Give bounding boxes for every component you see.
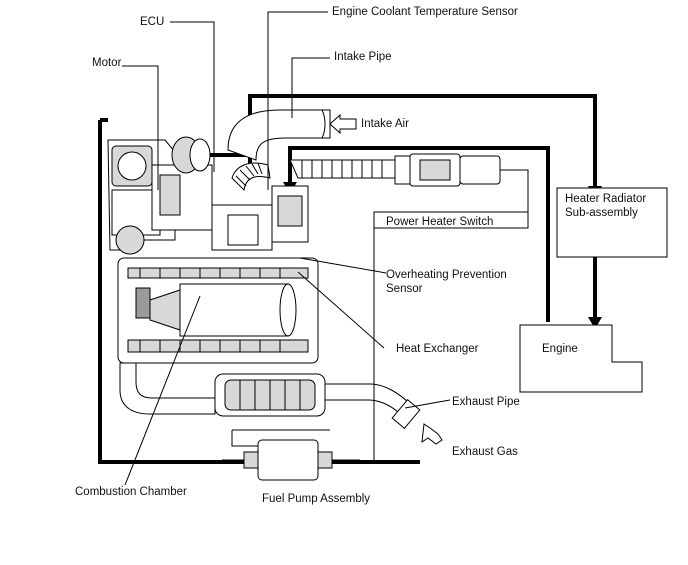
label-fuel-pump-assembly: Fuel Pump Assembly — [262, 493, 370, 505]
label-exhaust-pipe: Exhaust Pipe — [452, 396, 520, 408]
label-exhaust-gas: Exhaust Gas — [452, 446, 518, 458]
label-engine: Engine — [542, 343, 578, 355]
fuel-pump — [222, 429, 360, 481]
label-overheating-prevention-line2: Sensor — [386, 283, 423, 295]
power-heater-switch-box — [373, 211, 529, 462]
exhaust-assembly — [214, 373, 421, 430]
label-heater-radiator-line2: Sub-assembly — [565, 207, 638, 219]
exhaust-gas-arrow-icon — [421, 423, 443, 445]
label-engine-coolant-temperature-sensor: Engine Coolant Temperature Sensor — [332, 6, 518, 18]
label-ecu: ECU — [140, 16, 164, 28]
engine-box — [519, 324, 643, 393]
wire-harness — [289, 153, 529, 225]
label-heater-radiator-line1: Heater Radiator — [565, 193, 646, 205]
label-power-heater-switch: Power Heater Switch — [386, 216, 493, 228]
label-intake-air: Intake Air — [361, 118, 409, 130]
intake-air-arrow-icon — [329, 113, 357, 135]
heater-body — [107, 136, 319, 415]
label-overheating-prevention-line1: Overheating Prevention — [386, 269, 507, 281]
leader-lines — [122, 11, 451, 486]
label-intake-pipe: Intake Pipe — [334, 51, 392, 63]
label-heat-exchanger: Heat Exchanger — [396, 343, 479, 355]
label-motor: Motor — [92, 57, 122, 69]
heater-radiator-box — [556, 187, 668, 258]
label-combustion-chamber: Combustion Chamber — [75, 486, 187, 498]
intake-pipe — [227, 109, 331, 161]
arrow-icon — [588, 317, 602, 329]
